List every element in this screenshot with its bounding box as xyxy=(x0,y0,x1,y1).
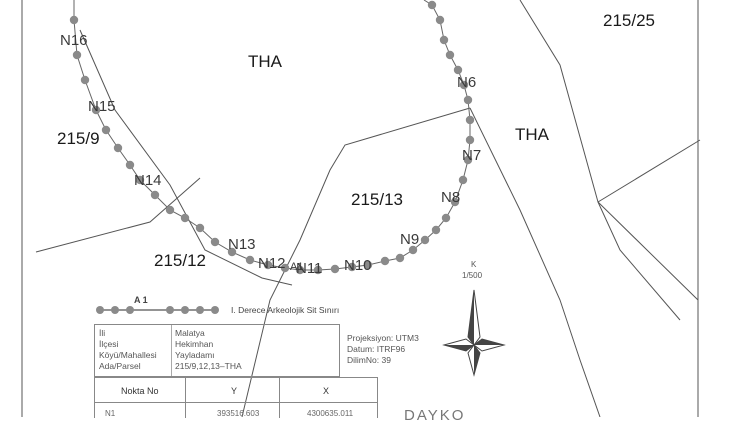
table-col-divider xyxy=(185,378,186,418)
info-value-ada-parsel: 215/9,12,13–THA xyxy=(175,361,242,371)
dilim-text: DilimNo: 39 xyxy=(347,355,391,365)
node-label-n14: N14 xyxy=(134,172,162,189)
table-header-nokta: Nokta No xyxy=(121,386,159,396)
info-value-ilce: Hekimhan xyxy=(175,339,214,349)
boundary-vertex-dot xyxy=(330,264,340,274)
datum-text: Datum: ITRF96 xyxy=(347,344,406,354)
parcel-label-215-13: 215/13 xyxy=(351,190,403,209)
coordinate-table: Nokta No Y X N1 393516.603 4300635.011 xyxy=(94,377,378,418)
boundary-vertex-dot xyxy=(427,0,437,10)
boundary-vertex-dot xyxy=(313,265,323,275)
node-label-n13: N13 xyxy=(228,236,256,253)
boundary-vertex-dot xyxy=(380,256,390,266)
legend-line xyxy=(96,306,219,314)
boundary-vertex-dot xyxy=(180,213,190,223)
boundary-vertex-dot xyxy=(347,262,357,272)
table-cell-x: 4300635.011 xyxy=(307,409,354,418)
bottom-partial-label: DAYKO xyxy=(404,407,466,424)
legend-description: I. Derece Arkeolojik Sit Sınırı xyxy=(231,305,340,315)
boundary-vertex-dot xyxy=(463,155,473,165)
node-label-n11: N11 xyxy=(296,260,323,277)
table-header-x: X xyxy=(323,386,330,396)
location-info-box: İli Malatya İlçesi Hekimhan Köyü/Mahalle… xyxy=(94,324,340,377)
compass-rose-icon xyxy=(442,289,506,377)
boundary-vertex-dot xyxy=(459,80,469,90)
boundary-vertex-dot xyxy=(280,263,290,273)
node-label-n6: N6 xyxy=(457,74,477,91)
info-value-koy: Yayladamı xyxy=(175,350,215,360)
boundary-vertex-dot xyxy=(72,50,82,60)
boundary-vertex-dot xyxy=(450,197,460,207)
boundary-vertex-dot xyxy=(263,260,273,270)
parcel-label-215-9: 215/9 xyxy=(57,129,100,148)
boundary-vertex-dot xyxy=(439,35,449,45)
node-label-a1: A1 xyxy=(290,261,304,273)
compass-north-label: K xyxy=(471,260,477,269)
node-label-n7: N7 xyxy=(462,147,482,164)
node-label-n9: N9 xyxy=(400,231,420,248)
boundary-vertex-dot xyxy=(363,260,373,270)
boundary-vertex-dot xyxy=(445,50,455,60)
table-header-divider xyxy=(95,402,377,403)
boundary-vertex-dot xyxy=(431,225,441,235)
boundary-vertex-dot xyxy=(408,245,418,255)
node-label-n10: N10 xyxy=(344,257,372,274)
boundary-vertex-dot xyxy=(227,247,237,257)
boundary-vertex-dot xyxy=(465,135,475,145)
boundary-vertex-dot xyxy=(210,237,220,247)
parcel-label-tha-top: THA xyxy=(248,52,282,71)
boundary-vertex-dot xyxy=(150,190,160,200)
boundary-vertex-dot xyxy=(80,75,90,85)
info-key-ada-parsel: Ada/Parsel xyxy=(99,361,141,371)
parcel-label-215-12: 215/12 xyxy=(154,251,206,270)
boundary-vertex-dot xyxy=(465,115,475,125)
info-value-il: Malatya xyxy=(175,328,205,338)
table-cell-y: 393516.603 xyxy=(217,409,260,418)
boundary-vertex-dot xyxy=(245,255,255,265)
node-label-n15: N15 xyxy=(88,98,116,115)
info-key-il: İli xyxy=(99,328,106,338)
boundary-vertex-dot xyxy=(453,65,463,75)
boundary-vertex-dot xyxy=(113,143,123,153)
boundary-vertex-dot xyxy=(395,253,405,263)
scale-label: 1/500 xyxy=(462,271,483,280)
boundary-vertex-dot xyxy=(91,105,101,115)
node-label-n12: N12 xyxy=(258,255,286,272)
boundary-vertex-dot xyxy=(165,205,175,215)
info-key-ilce: İlçesi xyxy=(99,339,119,349)
table-col-divider xyxy=(279,378,280,418)
node-label-n16: N16 xyxy=(60,32,88,49)
boundary-vertex-dot xyxy=(125,160,135,170)
boundary-vertex-dot xyxy=(463,95,473,105)
parcel-boundaries xyxy=(21,0,701,417)
boundary-vertex-dots xyxy=(69,0,475,275)
boundary-vertex-dot xyxy=(195,223,205,233)
info-box-divider xyxy=(171,325,172,376)
boundary-vertex-dot xyxy=(69,15,79,25)
parcel-label-tha-right: THA xyxy=(515,125,549,144)
boundary-vertex-dot xyxy=(295,265,305,275)
boundary-vertex-dot xyxy=(435,15,445,25)
parcel-label-215-25: 215/25 xyxy=(603,11,655,30)
table-header-y: Y xyxy=(231,386,238,396)
table-cell-nokta: N1 xyxy=(105,409,116,418)
boundary-vertex-dot xyxy=(101,125,111,135)
boundary-vertex-dot xyxy=(441,213,451,223)
projection-text: Projeksiyon: UTM3 xyxy=(347,333,419,343)
node-label-n8: N8 xyxy=(441,189,461,206)
boundary-vertex-dot xyxy=(458,175,468,185)
legend-line-label: A 1 xyxy=(134,295,148,305)
boundary-vertex-dot xyxy=(420,235,430,245)
boundary-vertex-dot xyxy=(135,175,145,185)
info-key-koy: Köyü/Mahallesi xyxy=(99,350,157,360)
